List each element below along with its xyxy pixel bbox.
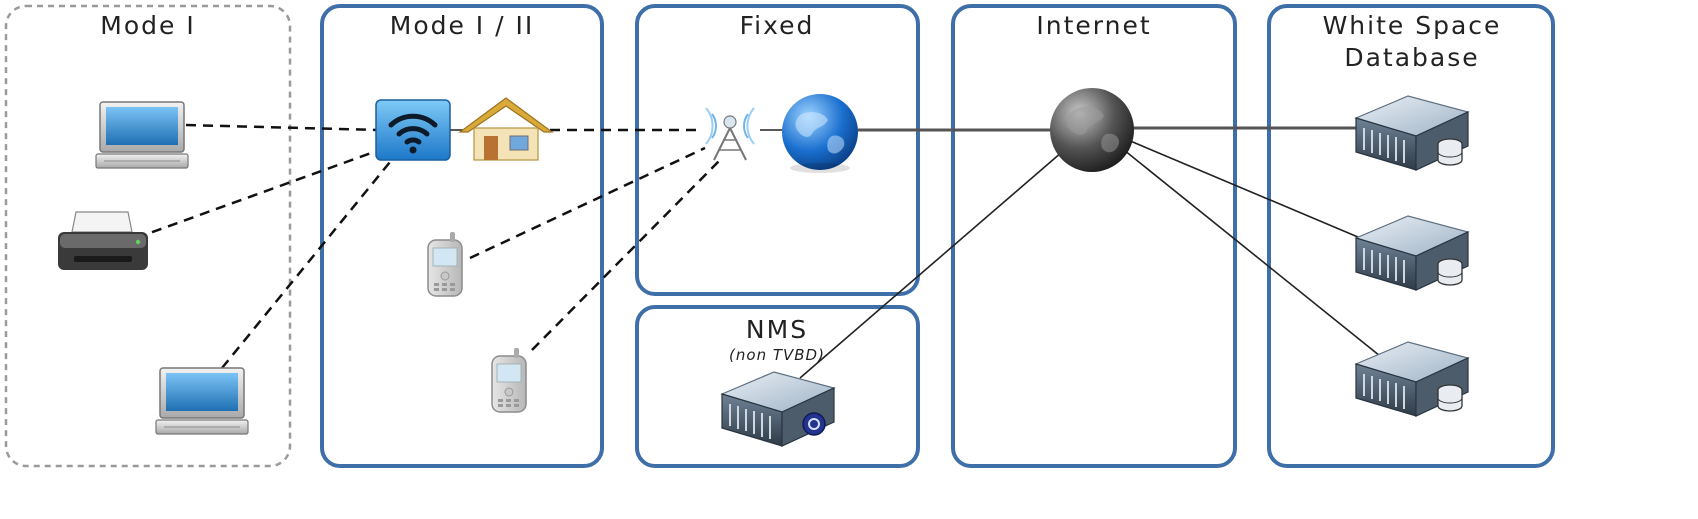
globe-icon bbox=[782, 94, 858, 173]
internet-cloud-icon bbox=[1050, 88, 1134, 172]
link-laptop2-wifi bbox=[221, 161, 391, 369]
radio-tower-icon bbox=[705, 107, 755, 161]
laptop-icon bbox=[155, 367, 249, 435]
zone-nms-subtitle: (non TVBD) bbox=[729, 346, 825, 364]
mobile-phone-icon bbox=[427, 231, 463, 297]
link-phone1-tower bbox=[469, 146, 706, 260]
links bbox=[135, 123, 1386, 379]
link-laptop1-wifi bbox=[185, 123, 379, 132]
wifi-access-point-icon bbox=[375, 99, 451, 161]
link-phone2-tower bbox=[531, 157, 723, 351]
zone-mode-1-title: Mode I bbox=[100, 11, 195, 40]
zone-wsdb-title-line2: Database bbox=[1344, 43, 1479, 72]
link-internet-nms bbox=[799, 151, 1063, 379]
zone-nms-title: NMS bbox=[746, 315, 808, 344]
zone-mode-1: Mode I bbox=[4, 4, 292, 468]
link-internet-server2 bbox=[1127, 139, 1366, 241]
mobile-phone-icon bbox=[491, 347, 527, 413]
zone-fixed-title: Fixed bbox=[740, 11, 815, 40]
house-icon bbox=[458, 97, 554, 161]
zone-mode-1-2-title: Mode I / II bbox=[390, 11, 535, 40]
laptop-icon bbox=[95, 101, 189, 169]
zone-wsdb-title-line1: White Space bbox=[1323, 11, 1502, 40]
zone-internet: Internet bbox=[951, 4, 1237, 468]
zone-mode-1-2: Mode I / II bbox=[320, 4, 604, 468]
server-icon bbox=[721, 371, 835, 447]
link-internet-server3 bbox=[1123, 149, 1386, 361]
printer-icon bbox=[58, 211, 148, 270]
zone-fixed: Fixed bbox=[635, 4, 920, 296]
zone-internet-title: Internet bbox=[1036, 11, 1151, 40]
